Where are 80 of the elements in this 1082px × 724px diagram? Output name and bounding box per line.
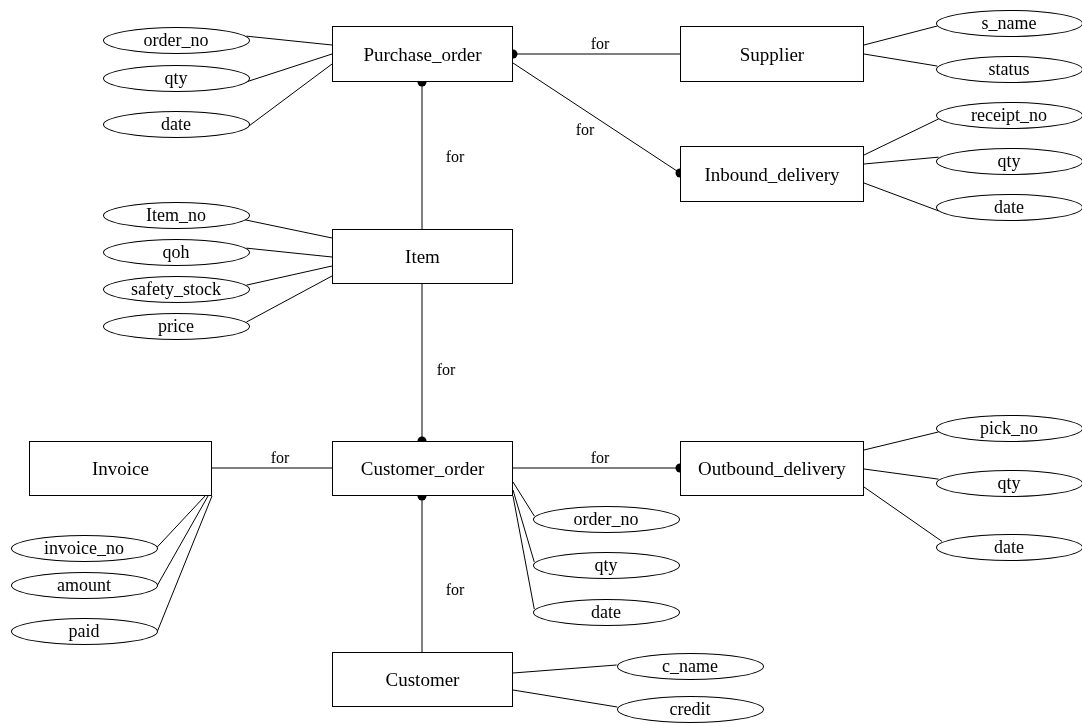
attribute-name: qty xyxy=(164,69,188,87)
attribute-ellipse xyxy=(935,101,1082,129)
attribute-name: paid xyxy=(68,622,100,640)
edge-label: for xyxy=(588,450,612,466)
attribute-name: invoice_no xyxy=(44,539,124,557)
attribute-name: date xyxy=(994,198,1024,216)
entity-box xyxy=(680,441,864,496)
attribute-name: s_name xyxy=(981,14,1037,32)
connector-line xyxy=(863,468,940,480)
connector-line xyxy=(245,275,333,323)
attribute-name: qty xyxy=(594,556,618,574)
attribute-name: receipt_no xyxy=(971,106,1047,124)
edge-label: for xyxy=(443,149,467,165)
edge-label: for xyxy=(434,362,458,378)
connector-line xyxy=(245,35,333,46)
connector-line xyxy=(512,689,618,708)
entity-box xyxy=(332,652,513,707)
attribute-name: Item_no xyxy=(146,206,206,224)
connector-line xyxy=(863,118,940,156)
attribute-ellipse xyxy=(935,414,1082,442)
entity-name: Invoice xyxy=(92,459,149,478)
entity-box xyxy=(332,441,513,496)
entity-name: Purchase_order xyxy=(363,44,482,64)
connector-line xyxy=(512,664,618,674)
attribute-name: date xyxy=(591,603,621,621)
attribute-name: qty xyxy=(997,474,1021,492)
attribute-name: c_name xyxy=(662,657,718,675)
entity-box xyxy=(29,441,212,496)
connector-line xyxy=(245,247,333,258)
connector-line xyxy=(512,481,535,517)
connector-line xyxy=(863,431,940,451)
entity-box xyxy=(332,229,513,284)
attribute-name: pick_no xyxy=(980,419,1038,437)
connector-line xyxy=(156,495,206,548)
attribute-name: qoh xyxy=(162,243,190,261)
attribute-ellipse xyxy=(935,533,1082,561)
entity-box xyxy=(680,26,864,82)
attribute-ellipse xyxy=(10,617,158,645)
entity-name: Customer_order xyxy=(360,459,485,478)
entity-name: Customer xyxy=(385,670,460,689)
attribute-ellipse xyxy=(532,551,680,579)
attribute-ellipse xyxy=(935,55,1082,83)
connector-line xyxy=(863,156,940,165)
attribute-name: credit xyxy=(669,700,711,718)
entity-box xyxy=(332,26,513,82)
connector-line xyxy=(157,495,213,632)
edge-label: for xyxy=(268,450,292,466)
attribute-name: price xyxy=(158,317,194,335)
entity-name: Outbound_delivery xyxy=(698,459,846,478)
attribute-ellipse xyxy=(532,598,680,626)
attribute-name: order_no xyxy=(573,510,639,528)
connector-line xyxy=(863,182,940,212)
attribute-ellipse xyxy=(935,193,1082,221)
edge-label: for xyxy=(588,36,612,52)
attribute-name: date xyxy=(994,538,1024,556)
connector-line xyxy=(863,486,943,542)
entity-name: Supplier xyxy=(739,44,805,64)
edge-label: for xyxy=(443,582,467,598)
attribute-ellipse xyxy=(532,505,680,533)
attribute-name: amount xyxy=(57,576,111,594)
attribute-name: status xyxy=(988,60,1030,78)
attribute-ellipse xyxy=(10,571,158,599)
connector-line xyxy=(245,265,333,286)
attribute-name: qty xyxy=(997,152,1021,170)
attribute-ellipse xyxy=(935,147,1082,175)
connector-line xyxy=(863,53,938,67)
attribute-name: safety_stock xyxy=(131,280,221,298)
attribute-name: order_no xyxy=(143,31,209,49)
connector-line xyxy=(211,467,333,469)
entity-name: Item xyxy=(405,247,440,266)
connector-line xyxy=(863,25,938,46)
attribute-ellipse xyxy=(935,9,1082,37)
attribute-ellipse xyxy=(102,312,250,340)
entity-box xyxy=(680,146,864,202)
attribute-name: date xyxy=(161,115,191,133)
attribute-ellipse xyxy=(935,469,1082,497)
entity-name: Inbound_delivery xyxy=(704,164,840,184)
edge-label: for xyxy=(573,122,597,138)
connector-line xyxy=(157,495,209,586)
connector-line xyxy=(244,219,333,239)
